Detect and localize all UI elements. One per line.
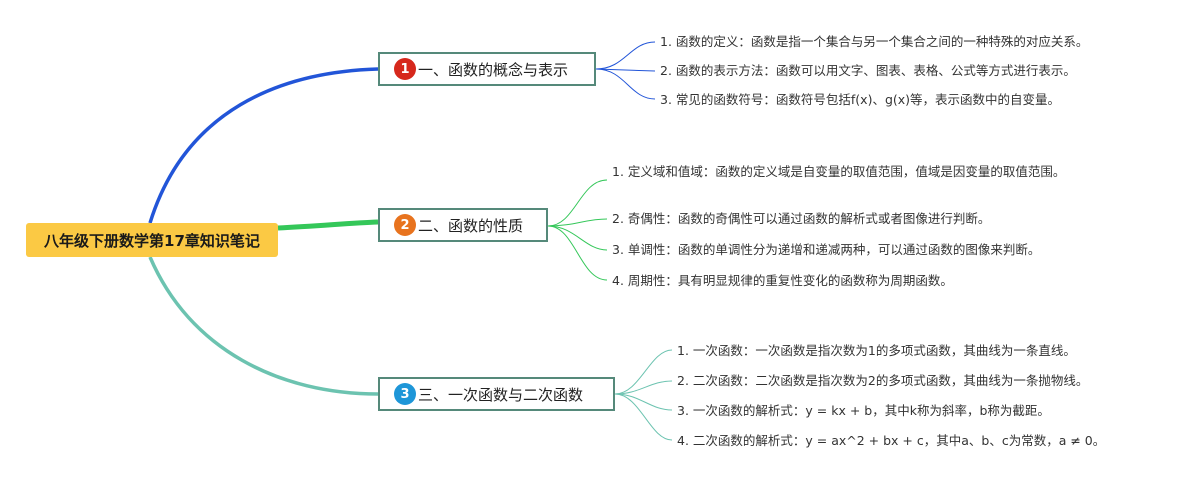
branch-topic-1-label: 一、函数的概念与表示 [418, 60, 569, 79]
branch-topic-3-label: 三、一次函数与二次函数 [418, 385, 584, 404]
number-3-badge-icon: 3 [394, 383, 416, 405]
main-connector-1 [148, 67, 379, 224]
main-connector-2 [277, 219, 379, 231]
leaf-topic-1-1[interactable]: 1. 函数的定义：函数是指一个集合与另一个集合之间的一种特殊的对应关系。 [660, 34, 1089, 49]
branch-topic-2[interactable]: 2 二、函数的性质 [378, 208, 548, 242]
root-topic[interactable]: 八年级下册数学第17章知识笔记 [26, 223, 278, 257]
branch-topic-3[interactable]: 3 三、一次函数与二次函数 [378, 377, 615, 411]
leaf-topic-3-2[interactable]: 2. 二次函数：二次函数是指次数为2的多项式函数，其曲线为一条抛物线。 [677, 373, 1089, 388]
leaf-topic-3-1[interactable]: 1. 一次函数：一次函数是指次数为1的多项式函数，其曲线为一条直线。 [677, 343, 1076, 358]
number-1-badge-icon: 1 [394, 58, 416, 80]
number-2-badge-icon: 2 [394, 214, 416, 236]
branch-topic-1[interactable]: 1 一、函数的概念与表示 [378, 52, 596, 86]
leaf-topic-1-2[interactable]: 2. 函数的表示方法：函数可以用文字、图表、表格、公式等方式进行表示。 [660, 63, 1076, 78]
leaf-topic-3-4[interactable]: 4. 二次函数的解析式：y = ax^2 + bx + c，其中a、b、c为常数… [677, 433, 1106, 448]
leaf-topic-3-3[interactable]: 3. 一次函数的解析式：y = kx + b，其中k称为斜率，b称为截距。 [677, 403, 1050, 418]
leaf-connectors-1 [595, 41, 656, 100]
root-topic-label: 八年级下册数学第17章知识笔记 [44, 231, 260, 250]
leaf-connectors-2 [547, 179, 608, 281]
branch-topic-2-label: 二、函数的性质 [418, 216, 524, 235]
leaf-connectors-3 [614, 349, 673, 441]
leaf-topic-1-3[interactable]: 3. 常见的函数符号：函数符号包括f(x)、g(x)等，表示函数中的自变量。 [660, 92, 1061, 107]
leaf-topic-2-2[interactable]: 2. 奇偶性：函数的奇偶性可以通过函数的解析式或者图像进行判断。 [612, 211, 991, 226]
leaf-topic-2-3[interactable]: 3. 单调性：函数的单调性分为递增和递减两种，可以通过函数的图像来判断。 [612, 242, 1041, 257]
leaf-topic-2-1[interactable]: 1. 定义域和值域：函数的定义域是自变量的取值范围，值域是因变量的取值范围。 [612, 164, 1066, 179]
leaf-topic-2-4[interactable]: 4. 周期性：具有明显规律的重复性变化的函数称为周期函数。 [612, 273, 953, 288]
main-connector-3 [148, 256, 379, 396]
